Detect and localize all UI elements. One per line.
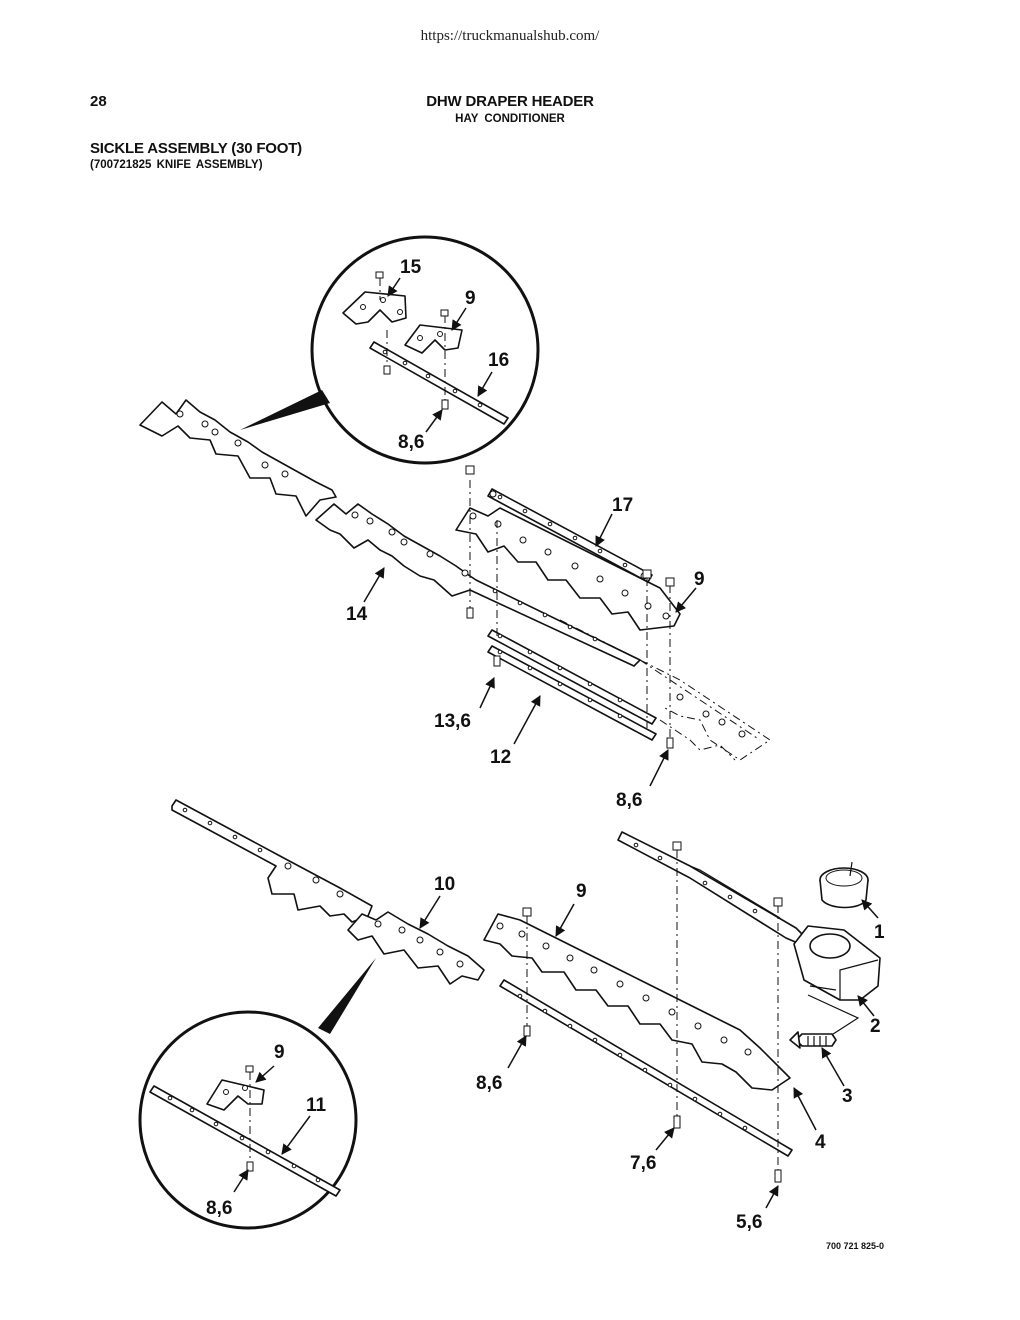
- callout-8-6-mid: 8,6: [616, 790, 642, 811]
- callout-9-bottom-inset: 9: [274, 1042, 285, 1063]
- leader-lines: [233, 277, 879, 1209]
- section-subtitle: (700721825 KNIFE ASSEMBLY): [90, 159, 263, 171]
- callout-8-6-bottom-inset: 8,6: [206, 1198, 232, 1219]
- callout-15: 15: [400, 257, 422, 278]
- callout-14: 14: [346, 604, 368, 625]
- callout-13-6: 13,6: [434, 711, 471, 732]
- top-detail-inset: [240, 235, 540, 465]
- callout-16: 16: [488, 350, 509, 371]
- callout-1: 1: [874, 922, 885, 943]
- knife-strip-middle: [315, 503, 771, 761]
- callout-7-6: 7,6: [630, 1153, 656, 1174]
- source-url[interactable]: https://truckmanualshub.com/: [420, 28, 600, 44]
- section-9-row-lower: [483, 907, 793, 1157]
- callout-10: 10: [434, 874, 455, 895]
- knife-strip-upper-left: [139, 399, 337, 517]
- bolt-3: [789, 1031, 837, 1049]
- header-title: DHW DRAPER HEADER: [426, 93, 594, 110]
- callout-2: 2: [870, 1016, 881, 1037]
- callout-11: 11: [306, 1095, 327, 1116]
- header-subtitle: HAY CONDITIONER: [455, 113, 565, 125]
- bottom-detail-inset: [138, 958, 376, 1230]
- callout-9-mid: 9: [694, 569, 705, 590]
- figure-code: 700 721 825-0: [826, 1241, 885, 1251]
- section-title: SICKLE ASSEMBLY (30 FOOT): [90, 140, 302, 157]
- callout-5-6: 5,6: [736, 1212, 762, 1233]
- section-9-row-mid: [455, 507, 681, 631]
- knife-head-bushing-1: [819, 861, 869, 909]
- knife-strip-10: [347, 911, 485, 985]
- callout-12: 12: [490, 747, 511, 768]
- callout-17: 17: [612, 495, 633, 516]
- callout-8-6-top-inset: 8,6: [398, 432, 424, 453]
- knife-strip-lower-left: [171, 799, 373, 923]
- callout-8-6-lower: 8,6: [476, 1073, 502, 1094]
- bars-12-13: [465, 465, 675, 749]
- callout-9-top-inset: 9: [465, 288, 476, 309]
- callout-9-lower: 9: [576, 881, 587, 902]
- callout-4: 4: [815, 1132, 826, 1153]
- page-number: 28: [90, 93, 107, 110]
- knife-head-housing-2: [793, 925, 881, 1037]
- callout-3: 3: [842, 1086, 853, 1107]
